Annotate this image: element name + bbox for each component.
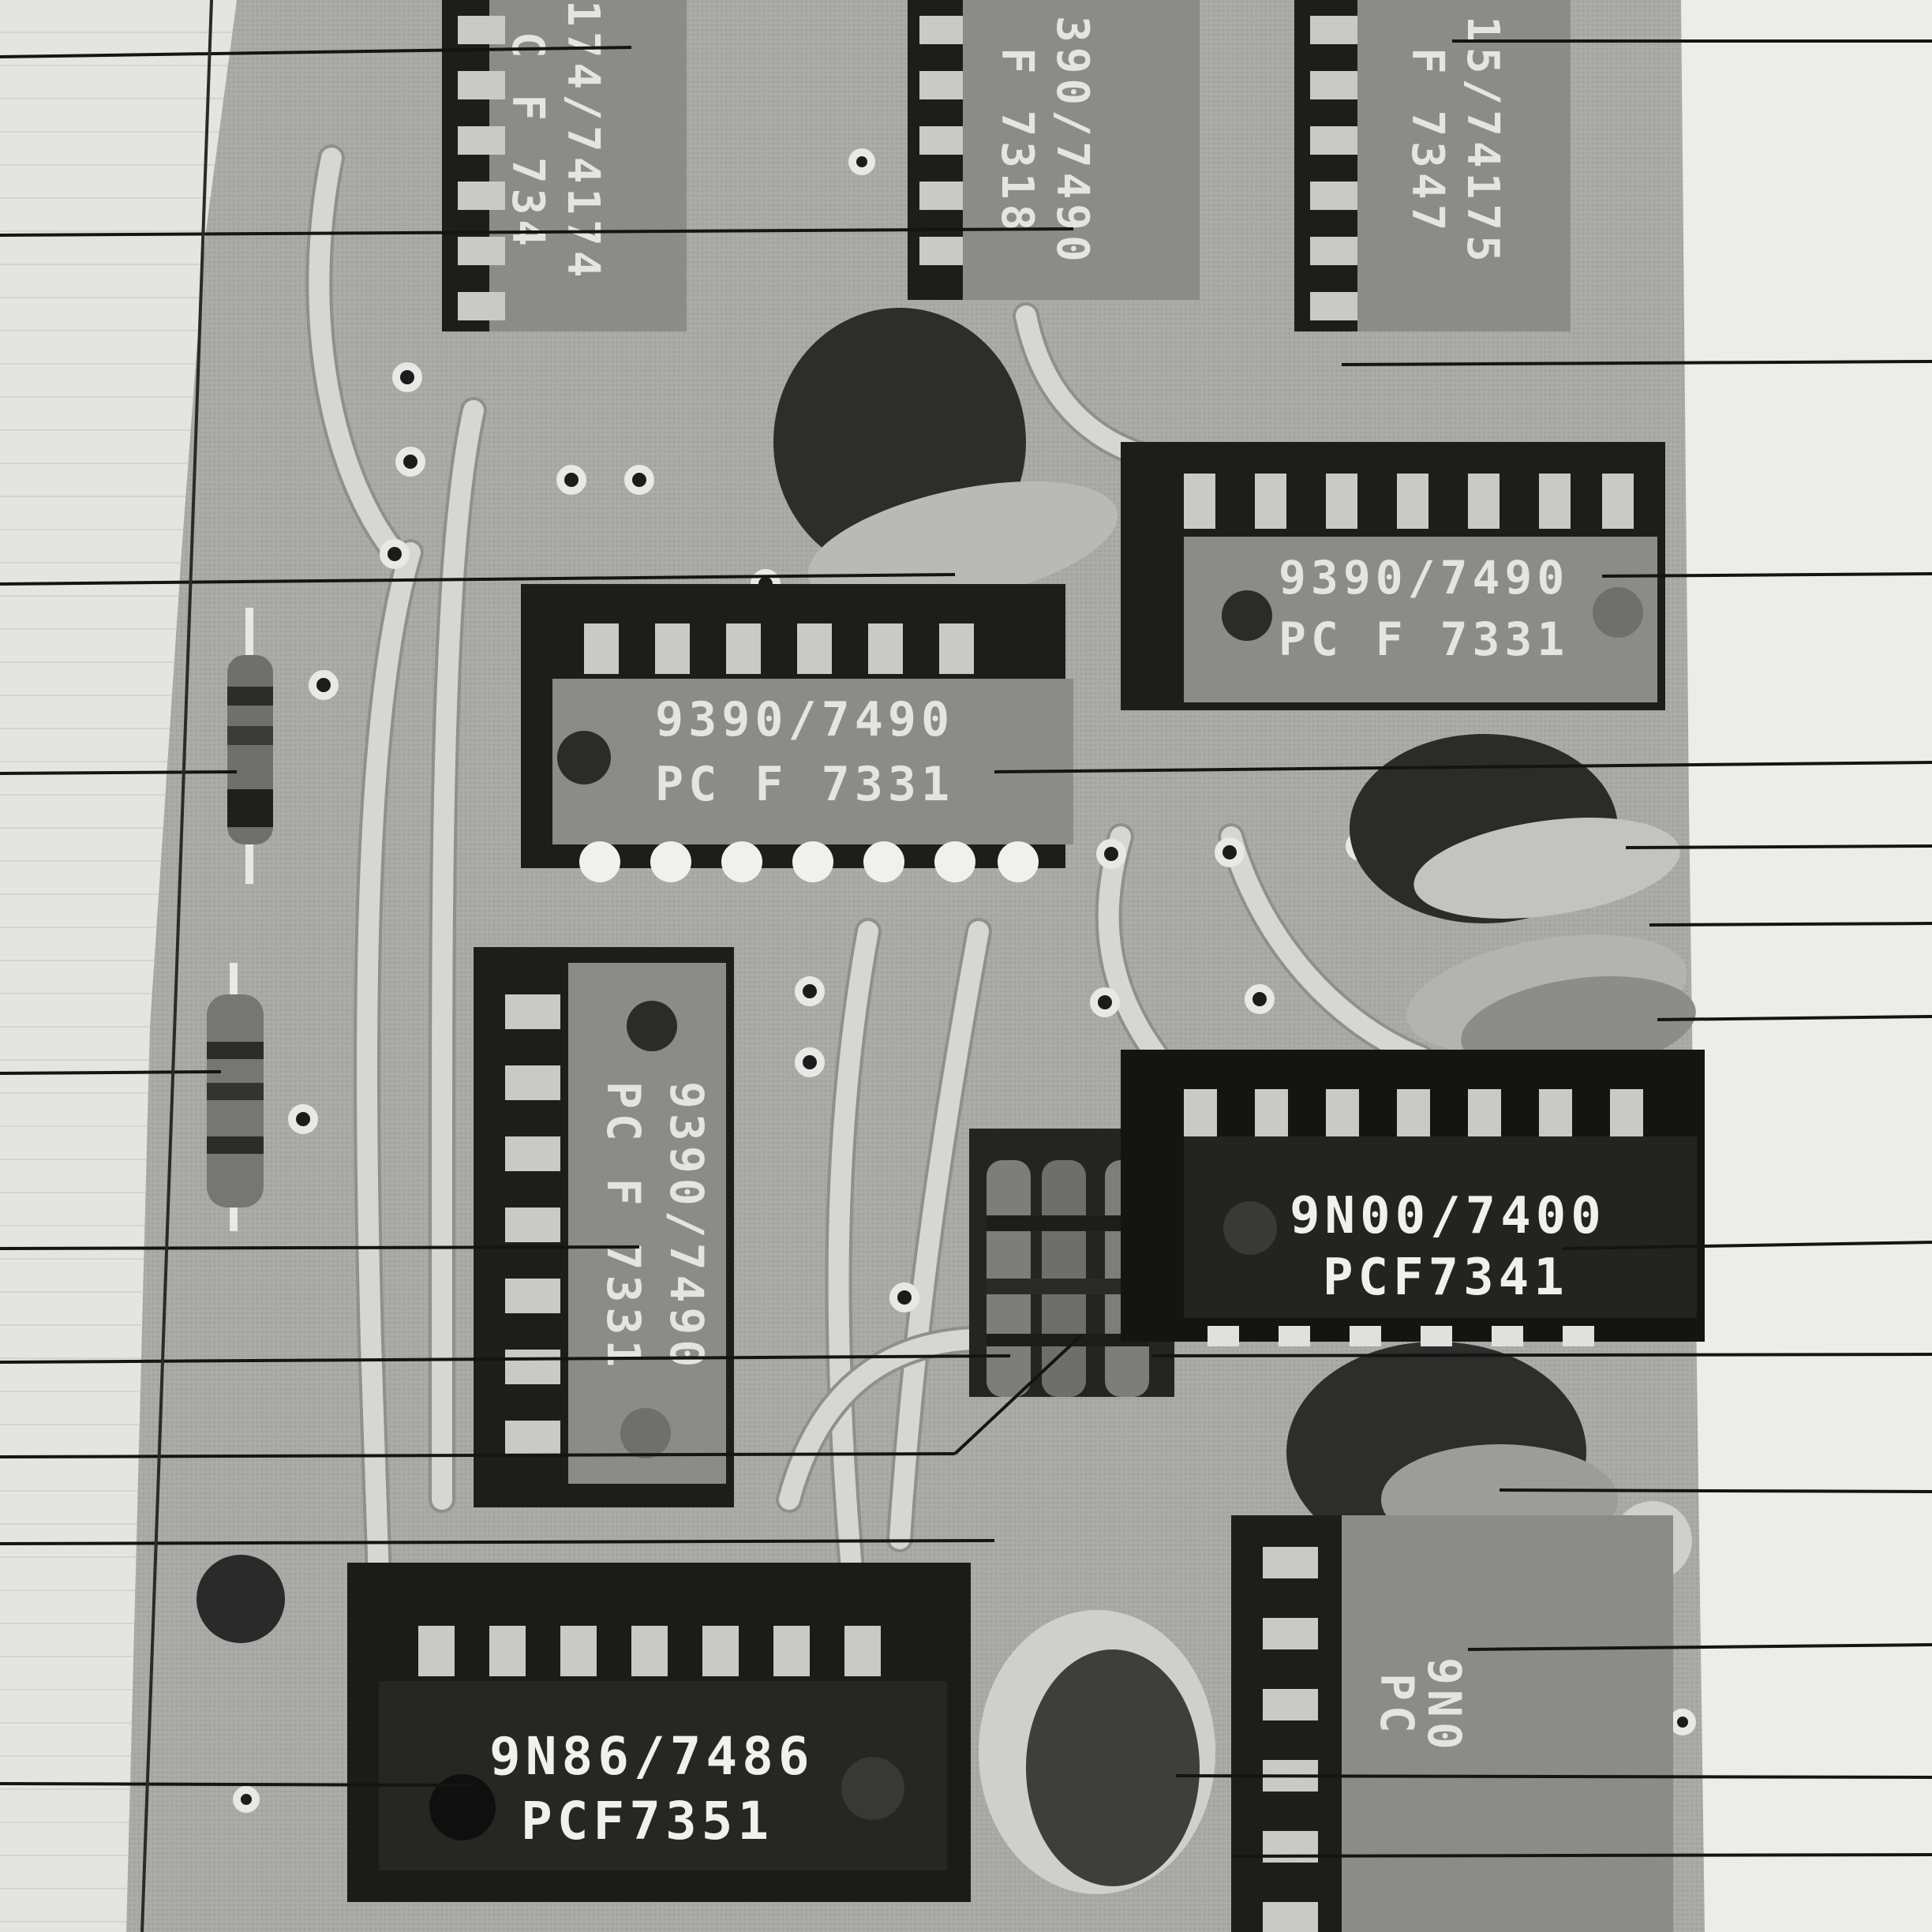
ic-top-middle-label-1: 390/7490 xyxy=(1046,16,1098,267)
ic-right-lower-label-2: PCF7341 xyxy=(1323,1249,1569,1307)
capacitor-bottom-center-body xyxy=(1026,1649,1200,1886)
ic-center-label-2: PC F 7331 xyxy=(655,757,954,812)
ic-top-left: 174/74174 C F 734 xyxy=(442,0,687,331)
ic-center-label-1: 9390/7490 xyxy=(655,692,954,747)
ic-bottom: 9N86/7486 PCF7351 xyxy=(347,1563,971,1902)
ic-center: 9390/7490 PC F 7331 xyxy=(521,584,1073,882)
ic-bottom-right: 9N0 PC xyxy=(1231,1515,1673,1932)
ic-top-left-label-2: C F 734 xyxy=(502,32,553,251)
ic-vertical-label-2: PC F 7331 xyxy=(597,1081,650,1372)
ic-right-upper: 9390/7490 PC F 7331 xyxy=(1121,442,1665,710)
ic-top-middle-label-2: F 7318 xyxy=(991,47,1043,235)
right-margin-light xyxy=(1673,0,1932,1932)
ic-top-middle: 390/7490 F 7318 xyxy=(908,0,1200,300)
ic-right-lower: 9N00/7400 PCF7341 xyxy=(1121,1050,1705,1346)
mounting-hole xyxy=(197,1555,285,1643)
ic-bottom-right-label-1: 9N0 xyxy=(1417,1657,1471,1754)
ic-right-upper-label-2: PC F 7331 xyxy=(1279,612,1569,666)
ic-bottom-label-1: 9N86/7486 xyxy=(489,1726,814,1787)
ic-right-upper-label-1: 9390/7490 xyxy=(1279,551,1569,605)
ic-right-lower-label-1: 9N00/7400 xyxy=(1290,1187,1606,1245)
ic-top-right-label-2: F 7347 xyxy=(1402,47,1453,235)
margin-rule xyxy=(140,0,213,1932)
resistor-upper-left xyxy=(227,608,273,884)
ic-top-right: 15/74175 F 7347 xyxy=(1294,0,1571,331)
ic-bottom-right-label-2: PC xyxy=(1370,1673,1424,1738)
ic-vertical: 9390/7490 PC F 7331 xyxy=(474,947,734,1507)
ic-vertical-label-1: 9390/7490 xyxy=(660,1081,713,1372)
ic-top-left-label-1: 174/74174 xyxy=(557,0,608,282)
ic-top-right-label-1: 15/74175 xyxy=(1457,16,1508,267)
ic-bottom-label-2: PCF7351 xyxy=(521,1791,773,1852)
callout-lines xyxy=(0,39,1932,1858)
resistor-lower-left xyxy=(207,963,264,1231)
